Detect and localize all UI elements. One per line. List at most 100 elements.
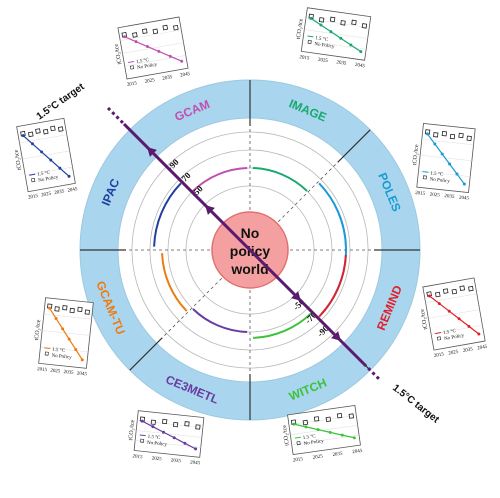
mini-year-label: 2035 bbox=[162, 75, 173, 82]
mini-ylabel: tCO₂/tce bbox=[296, 18, 305, 40]
mini-year-label: 2025 bbox=[448, 350, 459, 357]
mini-no-policy-point bbox=[35, 128, 41, 134]
mini-target-point bbox=[49, 158, 53, 162]
mini-target-point bbox=[151, 425, 155, 429]
mini-no-policy-point bbox=[433, 132, 439, 138]
mini-target-point bbox=[67, 337, 71, 341]
mini-target-line bbox=[141, 420, 196, 450]
mini-target-point bbox=[328, 430, 332, 434]
mini-grid-line bbox=[137, 420, 203, 428]
mini-target-point bbox=[457, 317, 461, 321]
mini-year-label: 2025 bbox=[151, 456, 162, 462]
mini-no-policy-point bbox=[172, 422, 179, 428]
mini-no-policy-point bbox=[195, 424, 201, 430]
ring-tick-lower-2: -90 bbox=[315, 323, 331, 339]
target-trajectory-line bbox=[122, 122, 366, 366]
mini-target-point bbox=[455, 172, 459, 176]
mini-year-label: 2015 bbox=[28, 194, 39, 201]
mini-year-label: 2035 bbox=[336, 60, 347, 66]
model-arc-gcam bbox=[192, 167, 248, 192]
mini-year-label: 2045 bbox=[459, 196, 470, 202]
mini-year-label: 2045 bbox=[180, 72, 191, 79]
mini-target-line bbox=[426, 133, 465, 185]
target-trajectory-dash-upper bbox=[106, 106, 126, 126]
mini-year-label: 2025 bbox=[144, 78, 155, 85]
mini-legend-swatch-no-policy bbox=[307, 39, 312, 44]
ring-divider-1 bbox=[337, 129, 371, 163]
mini-legend-swatch-no-policy bbox=[44, 351, 49, 356]
mini-year-label: 2045 bbox=[352, 449, 363, 455]
dashed-radial-5 bbox=[162, 278, 222, 338]
mini-target-point bbox=[180, 59, 184, 63]
mini-legend-target: 1.5 °C bbox=[136, 58, 150, 65]
mini-legend-swatch-no-policy bbox=[140, 438, 145, 443]
mini-grid-line bbox=[288, 415, 357, 426]
mini-no-policy-point bbox=[434, 291, 441, 298]
mini-legend-no-policy: No Policy bbox=[51, 354, 72, 361]
mini-legend-swatch-no-policy bbox=[129, 65, 135, 70]
mini-legend-target: 1.5 °C bbox=[37, 170, 51, 177]
mini-year-label: 2045 bbox=[77, 371, 88, 377]
mini-target-point bbox=[339, 36, 343, 40]
mini-no-policy-point bbox=[162, 418, 168, 425]
arrowhead-inner-upper bbox=[205, 205, 215, 215]
mini-target-point bbox=[340, 433, 344, 437]
mini-no-policy-point bbox=[150, 419, 156, 425]
mini-year-label: 2045 bbox=[477, 345, 488, 352]
mini-target-point bbox=[304, 425, 308, 429]
mini-no-policy-point bbox=[184, 421, 190, 427]
mini-target-point bbox=[74, 348, 78, 352]
mini-no-policy-point bbox=[141, 28, 148, 34]
mini-target-point bbox=[352, 436, 356, 440]
mini-legend-no-policy: No Policy bbox=[314, 42, 335, 50]
mini-legend-swatch-target bbox=[29, 173, 36, 176]
mini-legend-swatch-target bbox=[128, 61, 135, 64]
arrowhead-mid-lower bbox=[331, 331, 341, 341]
mini-no-policy-point bbox=[27, 131, 34, 138]
mini-target-point bbox=[48, 306, 52, 310]
model-arc-remind bbox=[318, 254, 347, 318]
mini-target-point bbox=[145, 45, 149, 49]
mini-no-policy-point bbox=[77, 306, 83, 312]
mini-year-label: 2025 bbox=[429, 193, 440, 199]
model-arc-gcam-tu bbox=[161, 253, 188, 312]
mini-grid-line bbox=[425, 293, 477, 304]
mini-ylabel: tCO₂/tce bbox=[282, 424, 291, 446]
mini-target-point bbox=[21, 134, 25, 138]
mini-target-point bbox=[30, 142, 34, 146]
mini-target-point bbox=[427, 294, 431, 298]
mini-legend-swatch-target bbox=[307, 35, 314, 38]
mini-target-point bbox=[447, 309, 451, 313]
mini-year-label: 2035 bbox=[171, 458, 182, 464]
mini-legend-swatch-no-policy bbox=[422, 175, 427, 180]
mini-year-label: 2015 bbox=[299, 55, 310, 61]
mini-target-point bbox=[54, 316, 58, 320]
mini-grid-line bbox=[421, 139, 474, 146]
mini-target-point bbox=[477, 332, 481, 336]
model-arcs bbox=[153, 167, 347, 339]
mini-legend-no-policy: No Policy bbox=[137, 62, 158, 71]
mini-no-policy-point bbox=[313, 416, 320, 422]
mini-year-label: 2015 bbox=[132, 454, 143, 460]
mini-year-label: 2035 bbox=[444, 194, 455, 200]
mini-legend-swatch-target bbox=[44, 347, 51, 349]
mini-grid-line bbox=[136, 430, 202, 438]
mini-grid-line bbox=[305, 18, 370, 28]
mini-no-policy-point bbox=[173, 24, 179, 31]
mini-legend-swatch-no-policy bbox=[31, 178, 36, 183]
mini-target-point bbox=[140, 419, 144, 423]
model-arc-ce3metl bbox=[192, 308, 248, 333]
mini-target-point bbox=[61, 327, 65, 331]
mini-no-policy-point bbox=[84, 309, 90, 315]
mini-no-policy-point bbox=[340, 20, 346, 26]
arrowhead-inner-lower bbox=[291, 291, 301, 301]
mini-no-policy-point bbox=[50, 125, 56, 132]
mini-no-policy-point bbox=[336, 412, 343, 419]
